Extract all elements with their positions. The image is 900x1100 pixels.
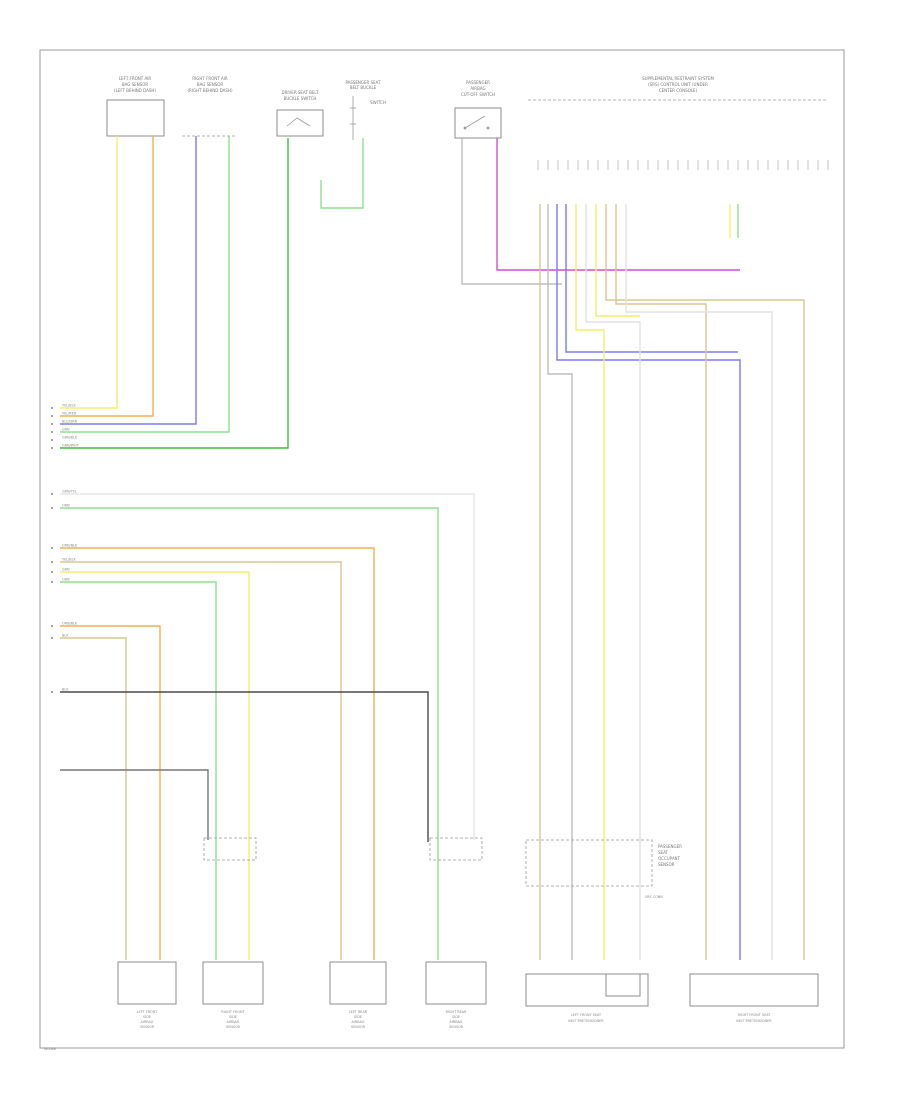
bus-wire-label: YEL/RED xyxy=(62,412,77,416)
bus-wire-label: BLK xyxy=(62,688,69,692)
occupant-switch-label-2: AIRBAG xyxy=(470,86,485,91)
bus-terminal-dot xyxy=(50,570,54,574)
rf-side-sensor: RIGHT FRONT SIDE AIRBAG SENSOR xyxy=(202,961,264,1029)
bus-wire-label: ORN xyxy=(62,504,70,508)
rr-side-label-1: RIGHT REAR xyxy=(446,1010,467,1014)
occupant-switch-label-3: CUT-OFF SWITCH xyxy=(461,92,495,97)
rr-side-label-4: SENSOR xyxy=(449,1025,464,1029)
bus-wire-label: YEL/BLK xyxy=(62,404,76,408)
bus-wire-label: BLK xyxy=(62,634,69,638)
lf-belt-label-2: BELT PRETENSIONER xyxy=(568,1019,604,1023)
control-unit-label-1: SUPPLEMENTAL RESTRAINT SYSTEM xyxy=(642,76,714,81)
lf-belt-label-1: LEFT FRONT SEAT xyxy=(571,1013,602,1017)
rf-side-label-3: AIRBAG xyxy=(227,1020,240,1024)
occupant-switch-label-1: PASSENGER xyxy=(466,80,490,85)
control-unit-label-2: (SRS) CONTROL UNIT (UNDER xyxy=(648,82,708,87)
lower-wires xyxy=(60,204,805,960)
bus-wire-label: GRN/WHT xyxy=(62,444,80,448)
lf-side-label-4: SENSOR xyxy=(140,1025,155,1029)
rf-belt-label-2: BELT PRETENSIONER xyxy=(736,1019,772,1023)
rr-side-sensor: RIGHT REAR SIDE AIRBAG SENSOR xyxy=(425,961,487,1029)
lf-side-label-3: AIRBAG xyxy=(141,1020,154,1024)
diagram-frame xyxy=(39,49,845,1049)
rf-sensor-label-2: BAG SENSOR xyxy=(197,82,224,87)
pass-belt-label-2: BELT BUCKLE xyxy=(350,85,377,90)
lf-sensor: LEFT FRONT AIR BAG SENSOR (LEFT BEHIND D… xyxy=(106,76,165,137)
seat-occupant-sensor: PASSENGER SEAT OCCUPANT SENSOR SRS CONN xyxy=(525,839,682,899)
pass-belt-switch: PASSENGER SEAT BELT BUCKLE SWITCH xyxy=(345,80,386,140)
lf-sensor-label-3: (LEFT BEHIND DASH) xyxy=(114,88,156,93)
bus-terminal-dot xyxy=(50,690,54,694)
seat-sensor-label-3: OCCUPANT xyxy=(658,856,681,861)
control-unit-pins xyxy=(537,160,829,170)
bus-terminal-dot xyxy=(50,406,54,410)
control-unit-label-3: CENTER CONSOLE) xyxy=(659,88,698,93)
bus-terminal-dot xyxy=(50,580,54,584)
rf-side-label-1: RIGHT FRONT xyxy=(221,1010,245,1014)
rf-sensor-label-1: RIGHT FRONT AIR xyxy=(192,76,228,81)
seat-sensor-label-4: SENSOR xyxy=(658,862,675,867)
bus-terminal-dot xyxy=(50,430,54,434)
bus-terminal-dot xyxy=(50,560,54,564)
driver-belt-label-2: BUCKLE SWITCH xyxy=(284,96,317,101)
bus-wire-label: GRN/BLK xyxy=(62,436,78,440)
top-wires xyxy=(60,136,740,449)
lr-side-label-4: SENSOR xyxy=(351,1025,366,1029)
lr-side-label-3: AIRBAG xyxy=(352,1020,365,1024)
lf-seat-belt-pretensioner: LEFT FRONT SEAT BELT PRETENSIONER xyxy=(525,973,649,1023)
srs-control-unit: SUPPLEMENTAL RESTRAINT SYSTEM (SRS) CONT… xyxy=(528,76,829,170)
driver-belt-switch: DRIVER SEAT BELT BUCKLE SWITCH xyxy=(276,90,324,137)
driver-belt-label-1: DRIVER SEAT BELT xyxy=(282,90,320,95)
bus-wire-label: ORN/BLK xyxy=(62,544,78,548)
bus-wire-label: ORN xyxy=(62,578,70,582)
lf-side-label-1: LEFT FRONT xyxy=(137,1010,159,1014)
rf-seat-belt-pretensioner: RIGHT FRONT SEAT BELT PRETENSIONER xyxy=(689,973,819,1023)
lr-side-label-2: SIDE xyxy=(354,1015,362,1019)
seat-sensor-label-1: PASSENGER xyxy=(658,844,682,849)
rf-belt-label-1: RIGHT FRONT SEAT xyxy=(738,1013,772,1017)
seat-sensor-label-2: SEAT xyxy=(658,850,668,855)
rr-side-label-2: SIDE xyxy=(452,1015,460,1019)
rf-sensor-label-3: (RIGHT BEHIND DASH) xyxy=(188,88,233,93)
bus-wire-label: GRN xyxy=(62,568,70,572)
bus-terminal-dot xyxy=(50,492,54,496)
srs-connector-label: SRS CONN xyxy=(645,895,663,899)
inline-connectors xyxy=(203,837,483,861)
bus-wire-label: BLU/GRN xyxy=(62,420,78,424)
rf-side-label-2: SIDE xyxy=(229,1015,237,1019)
left-terminal-bus: YEL/BLK YEL/RED BLU/GRN GRN GRN/BLK GRN/WHT GR… xyxy=(50,404,80,694)
footer-code: W0088 xyxy=(44,1047,56,1051)
rf-sensor: RIGHT FRONT AIR BAG SENSOR (RIGHT BEHIND… xyxy=(182,76,237,137)
bus-terminal-dot xyxy=(50,414,54,418)
pass-belt-label-3: SWITCH xyxy=(370,100,386,105)
lf-side-sensor: LEFT FRONT SIDE AIRBAG SENSOR xyxy=(117,961,177,1029)
bus-wire-label: GRN/YEL xyxy=(62,490,77,494)
bus-terminal-dot xyxy=(50,506,54,510)
rf-side-label-4: SENSOR xyxy=(226,1025,241,1029)
bus-wire-label: ORN/BLK xyxy=(62,622,78,626)
pass-belt-label-1: PASSENGER SEAT xyxy=(345,80,381,85)
bus-terminal-dot xyxy=(50,446,54,450)
bus-terminal-dot xyxy=(50,438,54,442)
occupant-cutoff-switch: PASSENGER AIRBAG CUT-OFF SWITCH xyxy=(454,80,502,139)
bus-wire-label: YEL/BLK xyxy=(62,558,76,562)
bus-terminal-dot xyxy=(50,422,54,426)
bus-wire-label: GRN xyxy=(62,428,70,432)
lf-sensor-label-2: BAG SENSOR xyxy=(122,82,149,87)
bus-terminal-dot xyxy=(50,624,54,628)
bus-terminal-dot xyxy=(50,636,54,640)
lr-side-sensor: LEFT REAR SIDE AIRBAG SENSOR xyxy=(329,961,387,1029)
lf-sensor-label-1: LEFT FRONT AIR xyxy=(119,76,152,81)
rr-side-label-3: AIRBAG xyxy=(450,1020,463,1024)
lf-side-label-2: SIDE xyxy=(143,1015,151,1019)
lr-side-label-1: LEFT REAR xyxy=(349,1010,368,1014)
bus-terminal-dot xyxy=(50,546,54,550)
